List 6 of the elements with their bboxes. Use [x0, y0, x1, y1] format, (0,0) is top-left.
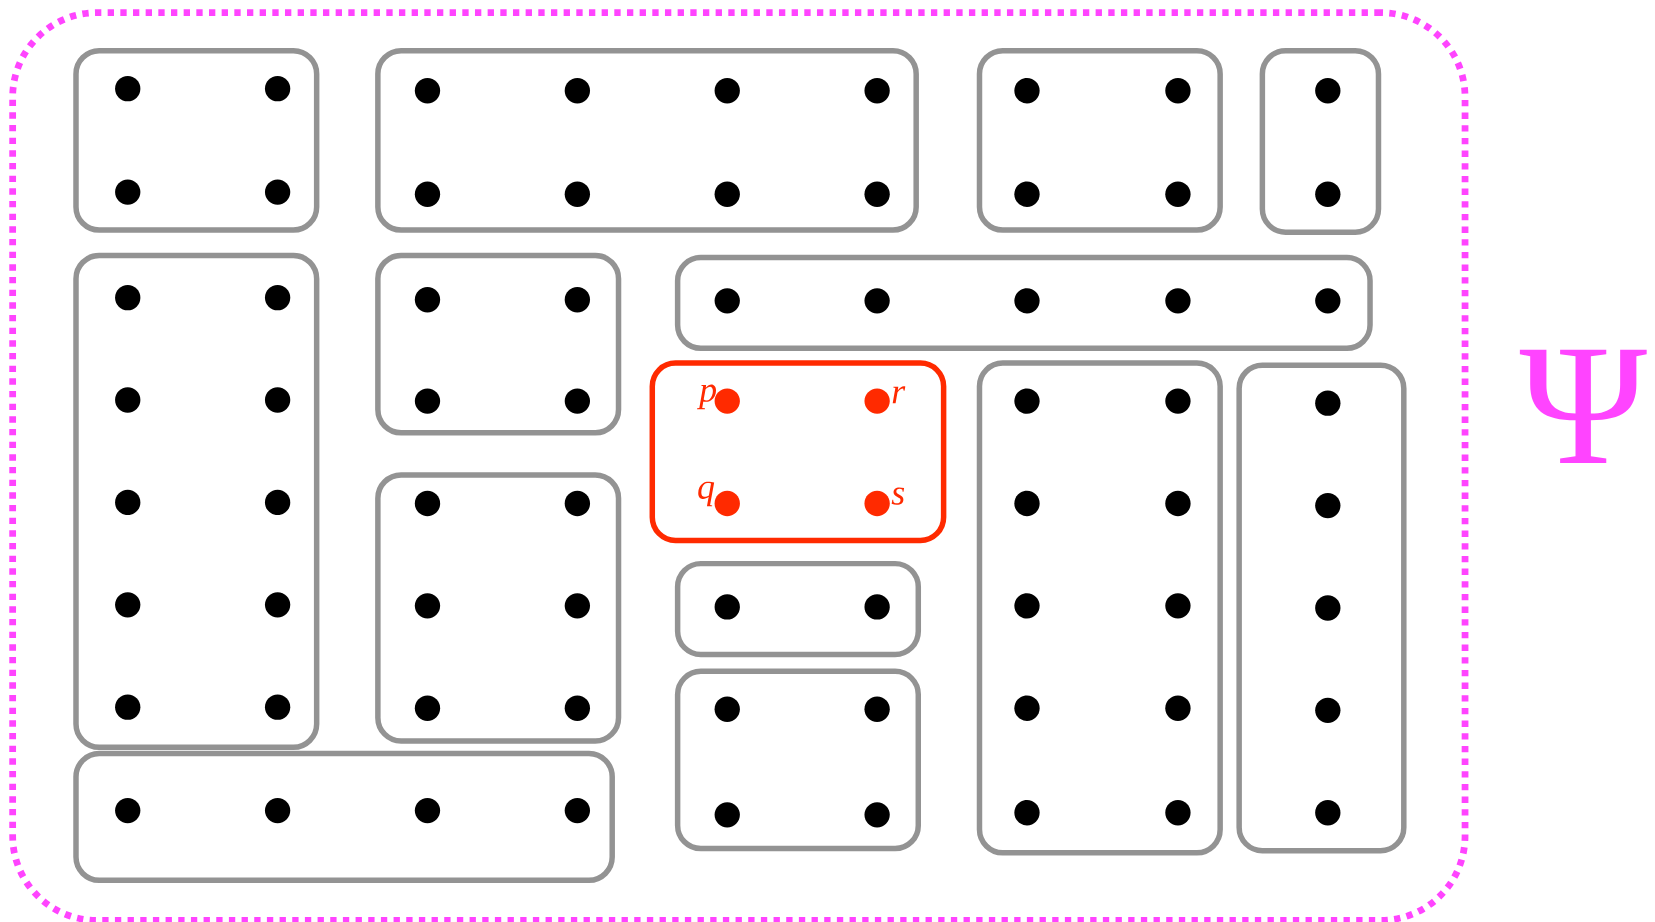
point-label: q: [698, 481, 715, 506]
point-label: s: [891, 487, 905, 505]
point-label: p: [697, 384, 716, 409]
dotted-frame: [9, 9, 1469, 922]
point-label: r: [892, 386, 906, 403]
symbol-label: Ψ: [1519, 349, 1647, 463]
